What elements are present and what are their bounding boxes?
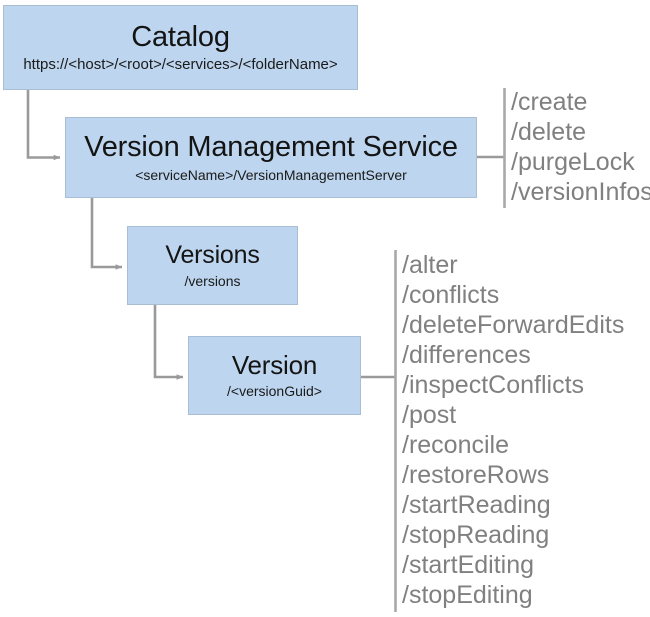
operation-item[interactable]: /startReading	[402, 491, 551, 519]
node-catalog-subtitle: https://<host>/<root>/<services>/<folder…	[23, 56, 338, 74]
operation-item[interactable]: /reconcile	[402, 431, 509, 459]
operation-item[interactable]: /post	[402, 401, 457, 429]
operation-list-version: /alter /conflicts /deleteForwardEdits /d…	[402, 250, 624, 610]
node-catalog-title: Catalog	[131, 20, 230, 53]
operation-item[interactable]: /delete	[511, 118, 587, 146]
node-version-title: Version	[231, 349, 318, 380]
operation-item[interactable]: /create	[511, 88, 588, 116]
operation-item[interactable]: /differences	[402, 341, 531, 369]
operation-item[interactable]: /inspectConflicts	[402, 371, 585, 399]
node-version-management-service-title: Version Management Service	[84, 130, 458, 163]
node-version-management-service[interactable]: Version Management Service <serviceName>…	[65, 117, 477, 198]
operation-item[interactable]: /alter	[402, 251, 458, 279]
operation-list-version-management-service: /create /delete /purgeLock /versionInfos	[511, 87, 650, 207]
operation-item[interactable]: /stopReading	[402, 521, 550, 549]
operation-item[interactable]: /versionInfos	[511, 178, 650, 206]
node-version-subtitle: /<versionGuid>	[227, 383, 322, 400]
connector-vms-to-versions	[90, 198, 123, 270]
operation-item[interactable]: /restoreRows	[402, 461, 550, 489]
connector-versions-to-version	[153, 305, 184, 380]
node-versions-title: Versions	[165, 241, 260, 270]
operation-item[interactable]: /conflicts	[402, 281, 500, 309]
node-version[interactable]: Version /<versionGuid>	[188, 336, 361, 415]
node-versions-subtitle: /versions	[184, 272, 241, 289]
node-version-management-service-subtitle: <serviceName>/VersionManagementServer	[135, 167, 407, 184]
operation-item[interactable]: /startEditing	[402, 551, 535, 579]
operation-item[interactable]: /purgeLock	[511, 148, 635, 176]
operation-item[interactable]: /deleteForwardEdits	[402, 311, 625, 339]
node-catalog[interactable]: Catalog https://<host>/<root>/<services>…	[3, 5, 358, 90]
node-versions[interactable]: Versions /versions	[127, 226, 298, 305]
operation-item[interactable]: /stopEditing	[402, 581, 533, 609]
connector-catalog-to-vms	[26, 90, 61, 161]
